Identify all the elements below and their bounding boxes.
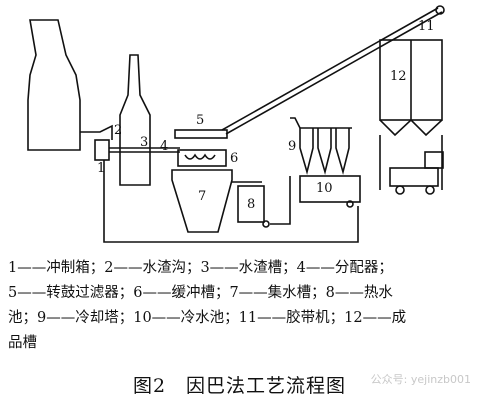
flushing-box xyxy=(94,139,110,161)
legend-line-2: 5——转鼓过滤器；6——缓冲槽；7——集水槽；8——热水 xyxy=(8,285,393,301)
label-12: 12 xyxy=(390,69,407,84)
blast-furnace xyxy=(27,19,81,151)
drum-filter xyxy=(174,129,228,139)
label-1: 1 xyxy=(97,161,105,176)
label-10: 10 xyxy=(316,181,333,196)
hot-water-pool xyxy=(237,185,265,223)
cooling-towers xyxy=(299,127,352,176)
label-5: 5 xyxy=(196,113,204,128)
process-flow-diagram: 1 2 3 4 5 6 7 8 9 10 11 12 xyxy=(27,5,445,243)
label-9: 9 xyxy=(288,139,296,154)
label-2: 2 xyxy=(114,123,122,138)
figure-caption: 图2 因巴法工艺流程图 xyxy=(132,375,347,397)
truck xyxy=(389,167,439,187)
cold-water-pool xyxy=(299,175,361,203)
label-3: 3 xyxy=(140,135,148,150)
legend-line-4: 品槽 xyxy=(8,335,37,351)
buffer-tank xyxy=(177,149,227,167)
label-8: 8 xyxy=(247,197,255,212)
collecting-tank xyxy=(171,169,233,233)
legend-line-3: 池；9——冷却塔；10——冷水池；11——胶带机；12——成 xyxy=(8,310,407,326)
stack xyxy=(119,54,151,186)
label-4: 4 xyxy=(160,139,168,154)
label-6: 6 xyxy=(230,151,238,166)
belt-conveyor xyxy=(221,7,439,131)
label-11: 11 xyxy=(418,19,435,34)
legend-line-1: 1——冲制箱；2——水渣沟；3——水渣槽；4——分配器； xyxy=(8,260,393,276)
watermark: 公众号: yejinzb001 xyxy=(370,373,471,386)
label-7: 7 xyxy=(198,189,206,204)
